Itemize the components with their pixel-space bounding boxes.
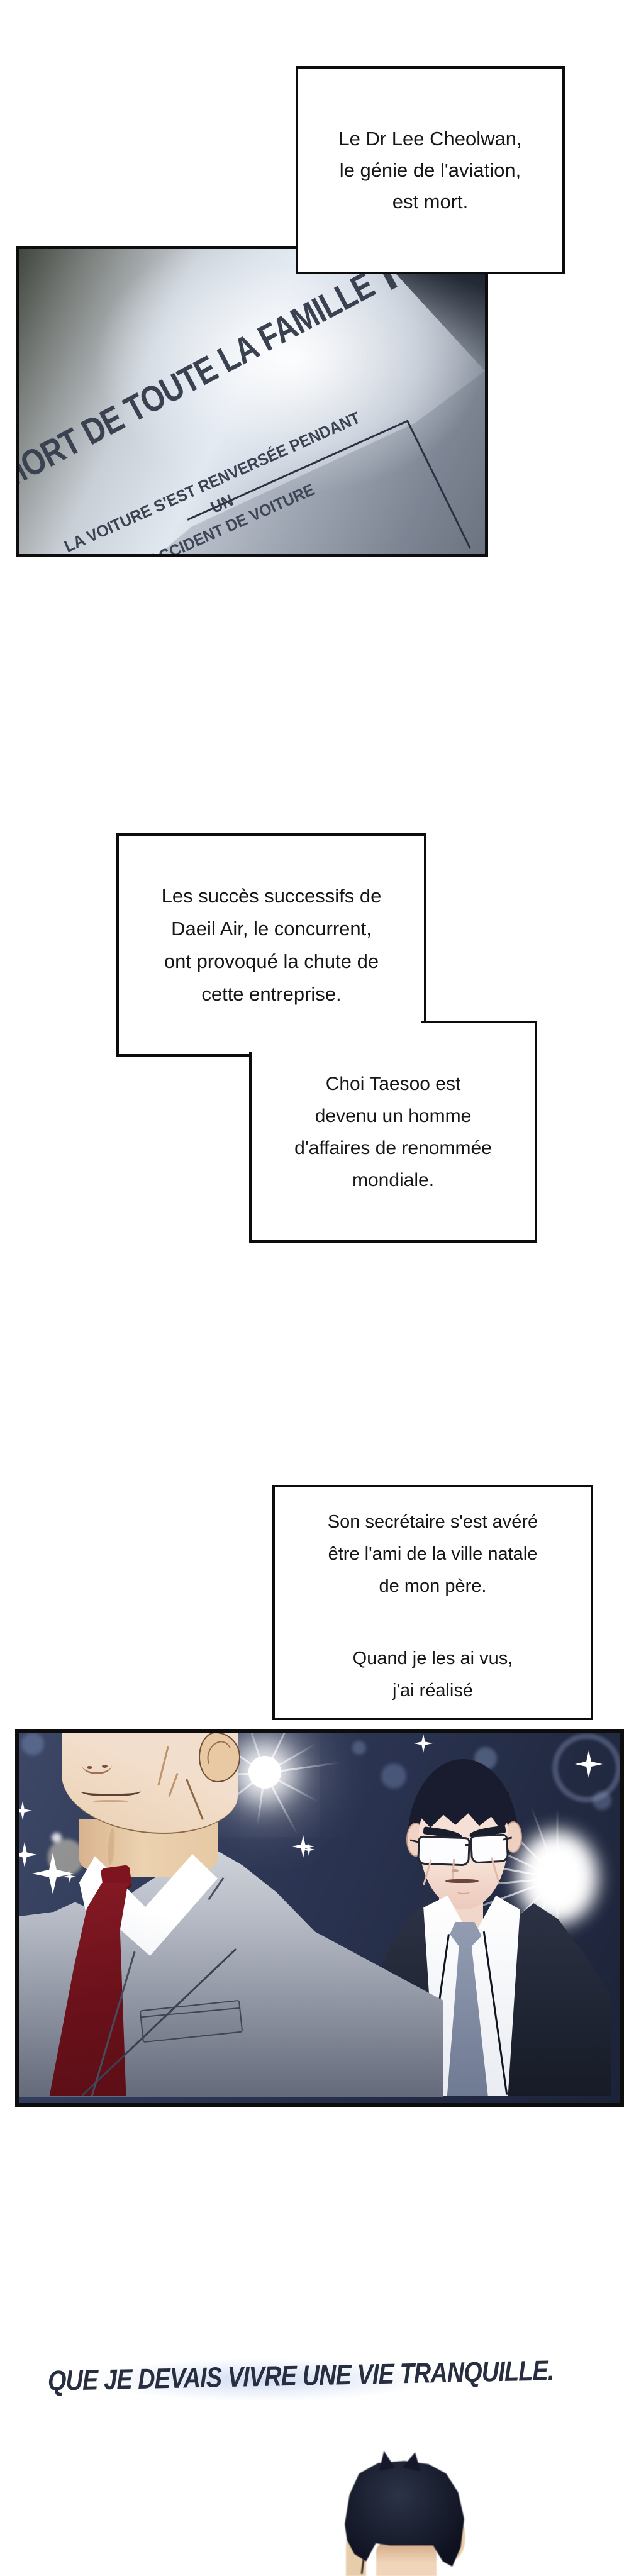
narration-line: le génie de l'aviation, [339, 158, 521, 181]
narration-line: cette entreprise. [201, 982, 342, 1005]
narration-line: Le Dr Lee Cheolwan, [338, 127, 522, 150]
bokeh-light [21, 1733, 44, 1755]
narration-line: ont provoqué la chute de [164, 950, 379, 972]
narration-line: Son secrétaire s'est avéré [327, 1512, 538, 1532]
narration-line: mondiale. [352, 1169, 435, 1191]
sparkle-star [414, 1734, 433, 1753]
back-head-neck [376, 2543, 437, 2576]
narration-line: j'ai réalisé [392, 1680, 474, 1701]
bokeh-light [381, 1763, 406, 1789]
secretary-nose-shadow [452, 1869, 459, 1872]
narration-box-succes: Les succès successifs de Daeil Air, le c… [116, 833, 426, 1057]
narration-line: être l'ami de la ville natale [328, 1544, 538, 1564]
panel-businessmen [15, 1729, 624, 2107]
figure-back-head [340, 2450, 472, 2576]
narration-line: Choi Taesoo est [325, 1073, 461, 1094]
businessman-nostril [87, 1766, 92, 1769]
businessman-ear [199, 1733, 240, 1782]
narration-line: devenu un homme [314, 1105, 472, 1126]
businessman-nostril [102, 1765, 108, 1768]
box-join-patch [249, 1021, 421, 1052]
narration-line: d'affaires de renommée [294, 1137, 492, 1158]
businessman-mouth [81, 1784, 141, 1796]
narration-line: Les succès successifs de [161, 884, 382, 907]
narration-box-top: Le Dr Lee Cheolwan, le génie de l'aviati… [296, 66, 565, 274]
newspaper-under-page-shade [159, 371, 485, 554]
panel-newspaper: MORT DE TOUTE LA FAMILLE LA VOITURE S'ES… [16, 246, 488, 557]
secretary-mouth [445, 1879, 479, 1883]
narration-line: Daeil Air, le concurrent, [171, 917, 372, 940]
narration-paragraph: Quand je les ai vus, j'ai réalisé [275, 1643, 591, 1707]
narration-line: de mon père. [379, 1576, 487, 1596]
sparkle-star [303, 1843, 315, 1856]
sparkle-star [575, 1750, 603, 1778]
narration-box-choi: Choi Taesoo est devenu un homme d'affair… [249, 1021, 537, 1243]
narration-paragraph: Son secrétaire s'est avéré être l'ami de… [275, 1506, 591, 1602]
bokeh-light [52, 1833, 62, 1843]
narration-line: Quand je les ai vus, [352, 1648, 513, 1668]
sparkle-star [64, 1870, 76, 1883]
narration-box-secretaire: Son secrétaire s'est avéré être l'ami de… [272, 1485, 593, 1720]
secretary-chin-line [457, 1888, 470, 1894]
bokeh-ring [552, 1733, 620, 1802]
narration-line: est mort. [392, 190, 469, 213]
secretary-glasses-lens [417, 1835, 470, 1867]
sparkle-star [19, 1801, 32, 1820]
caption-glow [35, 2351, 487, 2409]
businessman-nose [82, 1756, 112, 1774]
businessman-lip-shadow [93, 1800, 128, 1802]
bokeh-light [352, 1741, 366, 1755]
secretary-glasses-bridge [465, 1844, 472, 1846]
